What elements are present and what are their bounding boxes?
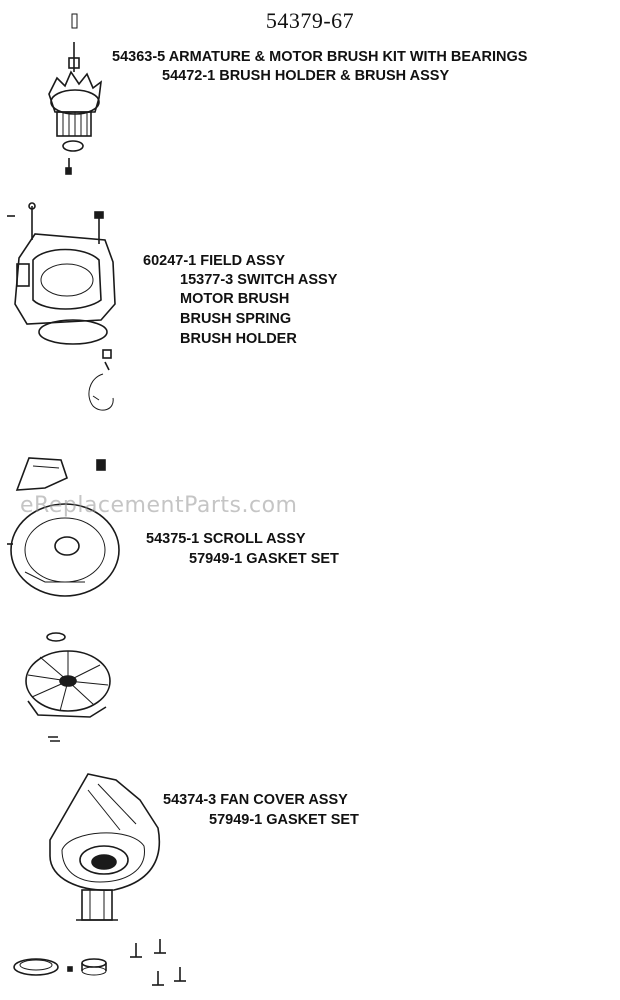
fan-cover-assy-label: 54374-3 FAN COVER ASSY: [163, 792, 348, 808]
field-assy-label: 60247-1 FIELD ASSY: [143, 253, 286, 269]
scroll-gasket-set-label: 57949-1 GASKET SET: [189, 551, 339, 567]
armature-drawing[interactable]: [35, 12, 115, 182]
field-assembly-drawing[interactable]: [5, 200, 135, 430]
fan-drawing[interactable]: [10, 625, 130, 755]
brush-spring-label: BRUSH SPRING: [180, 311, 292, 327]
armature-kit-label: 54363-5 ARMATURE & MOTOR BRUSH KIT WITH …: [112, 49, 528, 65]
brush-holder-label: BRUSH HOLDER: [180, 331, 297, 347]
motor-brush-label: MOTOR BRUSH: [180, 291, 290, 307]
diagram-title: 54379-67: [265, 8, 355, 33]
scroll-assembly-drawing[interactable]: [5, 450, 135, 600]
hardware-drawing[interactable]: [8, 935, 198, 995]
scroll-assy-label: 54375-1 SCROLL ASSY: [146, 531, 306, 547]
fan-cover-gasket-set-label: 57949-1 GASKET SET: [209, 812, 359, 828]
brush-holder-assy-label: 54472-1 BRUSH HOLDER & BRUSH ASSY: [162, 68, 450, 84]
fan-cover-drawing[interactable]: [40, 770, 170, 930]
switch-assy-label: 15377-3 SWITCH ASSY: [180, 272, 338, 288]
watermark: eReplacementParts.com: [20, 493, 298, 518]
